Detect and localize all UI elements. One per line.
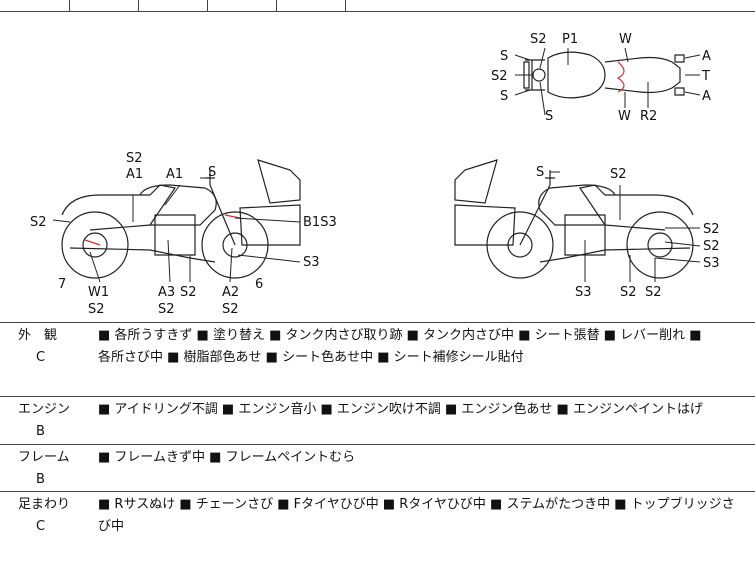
label-right-s2-b1: S2 xyxy=(620,285,637,300)
table-col-divider xyxy=(207,0,208,11)
row-divider xyxy=(0,491,755,492)
label-right-s: S xyxy=(536,165,544,180)
label-left-a3: A3 xyxy=(158,285,175,300)
section-grade: B xyxy=(36,424,45,439)
label-right-s2-r2: S2 xyxy=(703,239,720,254)
section-items-line2: び中 xyxy=(98,519,125,534)
motorcycle-damage-diagram: S S2 S S2 S P1 W W R2 A T A S2 A1 A1 S S… xyxy=(0,11,755,322)
label-left-s2-mid: S2 xyxy=(180,285,197,300)
label-top-s2-b: S2 xyxy=(491,69,508,84)
table-col-divider xyxy=(138,0,139,11)
section-engine: エンジン B ■ アイドリング不調 ■ エンジン音小 ■ エンジン吹け不調 ■ … xyxy=(0,399,755,443)
section-grade: C xyxy=(36,519,46,534)
label-right-s2-b2: S2 xyxy=(645,285,662,300)
section-exterior: 外 観 C ■ 各所うすきず ■ 塗り替え ■ タンク内さび取り跡 ■ タンク内… xyxy=(0,325,755,395)
label-top-s-c: S xyxy=(545,109,553,124)
label-left-a1-b: A1 xyxy=(166,167,183,182)
label-top-t: T xyxy=(701,69,710,84)
section-items-line1: ■ アイドリング不調 ■ エンジン音小 ■ エンジン吹け不調 ■ エンジン色あせ… xyxy=(98,402,703,417)
label-right-s3-b: S3 xyxy=(575,285,592,300)
label-right-s3: S3 xyxy=(703,256,720,271)
section-category: エンジン xyxy=(18,402,71,417)
label-left-b1s3: B1S3 xyxy=(303,215,337,230)
section-category: 足まわり xyxy=(18,497,71,512)
table-col-divider xyxy=(69,0,70,11)
label-left-six: 6 xyxy=(255,277,263,292)
label-top-a-b: A xyxy=(702,89,711,104)
section-items-line1: ■ 各所うすきず ■ 塗り替え ■ タンク内さび取り跡 ■ タンク内さび中 ■ … xyxy=(98,328,702,343)
label-top-w-a: W xyxy=(619,32,632,47)
section-grade: C xyxy=(36,350,46,365)
label-top-a-a: A xyxy=(702,49,711,64)
label-left-s3: S3 xyxy=(303,255,320,270)
section-category: 外 観 xyxy=(18,328,58,343)
label-top-s-b: S xyxy=(500,89,508,104)
label-left-s: S xyxy=(208,165,216,180)
label-right-s2-r1: S2 xyxy=(703,222,720,237)
diagram-svg: S S2 S S2 S P1 W W R2 A T A S2 A1 A1 S S… xyxy=(30,32,720,317)
section-items-line1: ■ フレームきず中 ■ フレームペイントむら xyxy=(98,450,356,465)
section-items-line2: 各所さび中 ■ 樹脂部色あせ ■ シート色あせ中 ■ シート補修シール貼付 xyxy=(98,350,524,365)
table-top-border xyxy=(0,11,755,12)
top-view-motorcycle xyxy=(523,51,685,99)
label-top-r2: R2 xyxy=(640,109,657,124)
row-divider xyxy=(0,396,755,397)
label-left-s2-top: S2 xyxy=(126,151,143,166)
label-top-s2-a: S2 xyxy=(530,32,547,47)
label-left-s2: S2 xyxy=(30,215,47,230)
section-category: フレーム xyxy=(18,450,70,465)
label-left-a2: A2 xyxy=(222,285,239,300)
label-left-seven: 7 xyxy=(58,277,66,292)
row-divider xyxy=(0,444,755,445)
label-top-w-b: W xyxy=(618,109,631,124)
row-divider xyxy=(0,322,755,323)
label-left-s2-a2: S2 xyxy=(222,302,239,317)
table-col-divider xyxy=(276,0,277,11)
section-items-line1: ■ Rサスぬけ ■ チェーンさび ■ Fタイヤひび中 ■ Rタイヤひび中 ■ ス… xyxy=(98,497,735,512)
section-suspension: 足まわり C ■ Rサスぬけ ■ チェーンさび ■ Fタイヤひび中 ■ Rタイヤ… xyxy=(0,494,755,560)
right-side-motorcycle xyxy=(454,159,694,279)
label-top-p1: P1 xyxy=(562,32,578,47)
section-grade: B xyxy=(36,472,45,487)
table-col-divider xyxy=(345,0,346,11)
section-frame: フレーム B ■ フレームきず中 ■ フレームペイントむら xyxy=(0,447,755,491)
label-right-s2-top: S2 xyxy=(610,167,627,182)
label-left-w1: W1 xyxy=(88,285,109,300)
leader-lines xyxy=(52,47,701,283)
label-left-s2-w1: S2 xyxy=(88,302,105,317)
label-left-s2-a3: S2 xyxy=(158,302,175,317)
label-left-a1-a: A1 xyxy=(126,167,143,182)
label-top-s-a: S xyxy=(500,49,508,64)
